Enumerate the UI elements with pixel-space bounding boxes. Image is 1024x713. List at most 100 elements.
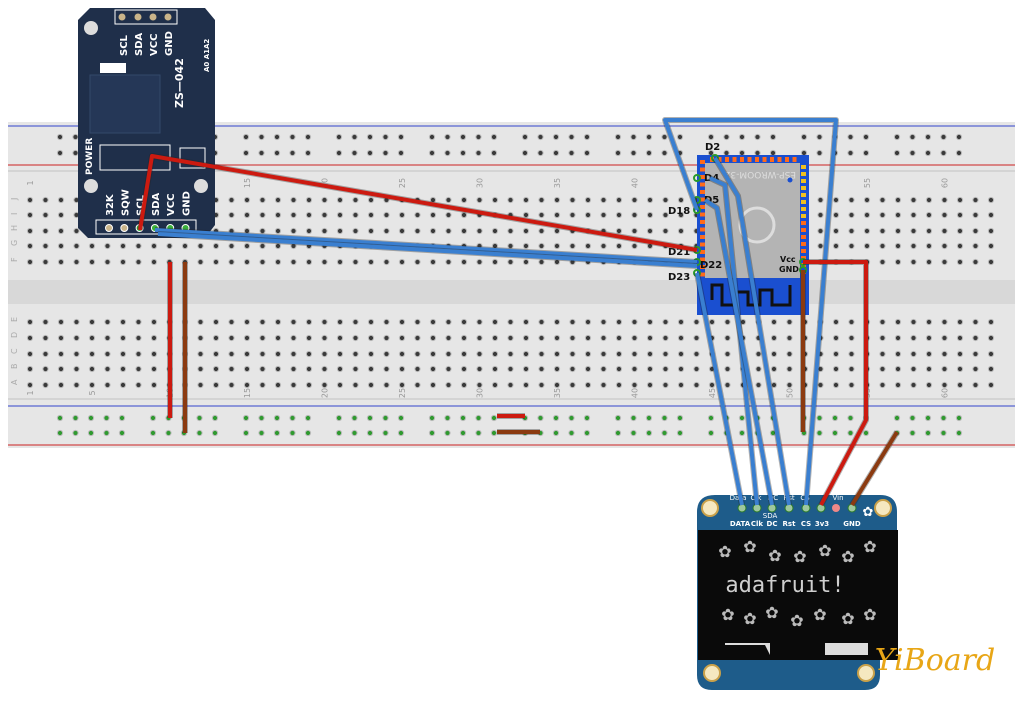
rail-hole [366, 429, 374, 437]
breadboard-hole [445, 334, 452, 342]
rail-hole [816, 149, 823, 157]
breadboard-hole [631, 242, 638, 250]
breadboard-hole [104, 350, 111, 358]
rail-hole [444, 429, 451, 437]
breadboard-hole [522, 211, 530, 219]
component [179, 147, 206, 169]
breadboard-hole [321, 211, 328, 219]
mount-hole [703, 664, 721, 682]
breadboard-hole [941, 211, 948, 219]
breadboard-hole [243, 318, 251, 326]
breadboard-hole [491, 334, 499, 342]
chip [89, 74, 161, 134]
breadboard-hole [414, 381, 421, 389]
mount-hole [84, 179, 98, 193]
breadboard-hole [367, 211, 375, 219]
breadboard-hole [73, 381, 80, 389]
breadboard-hole [259, 350, 266, 358]
esp-pad [801, 228, 806, 232]
breadboard-hole [228, 211, 235, 219]
esp-pad [700, 212, 705, 217]
breadboard-hole [445, 227, 452, 235]
breadboard-hole [910, 242, 917, 250]
rail-hole [940, 133, 947, 141]
breadboard-hole [321, 196, 328, 204]
breadboard-hole [228, 258, 235, 266]
esp-pad [762, 157, 767, 162]
breadboard-hole [429, 211, 437, 219]
breadboard-hole [631, 318, 638, 326]
breadboard-hole [88, 258, 96, 266]
breadboard-hole [987, 318, 995, 326]
esp-pad [725, 157, 729, 162]
column-number: 45 [708, 388, 717, 398]
breadboard-hole [646, 365, 654, 373]
breadboard-hole [631, 196, 638, 204]
header-outline [95, 219, 197, 235]
breadboard-hole [956, 227, 964, 235]
rail-hole [118, 414, 126, 422]
oled-pin-label: Clk [751, 520, 764, 528]
breadboard-hole [972, 196, 979, 204]
breadboard-hole [476, 350, 483, 358]
component [100, 63, 126, 73]
breadboard-hole [367, 318, 375, 326]
esp-pad [801, 186, 806, 190]
breadboard-hole [88, 318, 96, 326]
rail-hole [351, 133, 358, 141]
rail-hole [738, 133, 746, 141]
breadboard-hole [42, 258, 49, 266]
rtc-pin-label: SDA [151, 192, 162, 216]
breadboard-hole [848, 227, 855, 235]
breadboard-hole [212, 350, 220, 358]
rail-hole [614, 149, 622, 157]
rail-hole [273, 429, 281, 437]
breadboard-hole [135, 381, 142, 389]
esp-pad [700, 242, 705, 247]
rail-hole [351, 414, 358, 422]
breadboard-hole [383, 227, 390, 235]
rail-hole [924, 414, 932, 422]
breadboard-hole [42, 365, 49, 373]
breadboard-hole [507, 227, 514, 235]
breadboard-hole [290, 211, 297, 219]
breadboard-hole [646, 350, 654, 358]
breadboard-hole [538, 350, 545, 358]
wire-oled-gnd [850, 430, 899, 507]
rail-hole [196, 414, 203, 422]
breadboard-hole [522, 350, 530, 358]
breadboard-hole [259, 196, 266, 204]
rail-hole [754, 149, 761, 157]
rail-hole [924, 133, 932, 141]
esp-pin-label: D5 [704, 195, 719, 206]
wire-data-d23 [695, 272, 744, 506]
breadboard-hole [42, 334, 49, 342]
breadboard-hole [445, 211, 452, 219]
breadboard-hole [290, 196, 297, 204]
breadboard-hole [274, 365, 282, 373]
rail-hole [924, 429, 932, 437]
rail-hole [707, 133, 715, 141]
flower-star-icon: ✿ [768, 546, 781, 565]
breadboard-hole [631, 381, 638, 389]
breadboard-hole [724, 318, 731, 326]
breadboard-hole [352, 381, 359, 389]
rail-hole [676, 429, 684, 437]
rail-hole [738, 149, 746, 157]
rtc-module[interactable]: SCL SDA VCC GND A0 A1A2 ZS—042 POWER 32K… [78, 8, 215, 238]
breadboard-hole [150, 318, 158, 326]
breadboard-hole [197, 334, 204, 342]
esp-pad [700, 220, 705, 224]
breadboard-hole [941, 334, 948, 342]
esp-pad [700, 272, 705, 277]
breadboard-hole [73, 318, 80, 326]
flower-star-icon: ✿ [721, 605, 734, 624]
breadboard-hole [259, 318, 266, 326]
oled-top-label: DC [768, 494, 778, 502]
rail-hole [72, 133, 79, 141]
breadboard-hole [553, 381, 561, 389]
breadboard-hole [259, 227, 266, 235]
breadboard-hole [925, 318, 933, 326]
